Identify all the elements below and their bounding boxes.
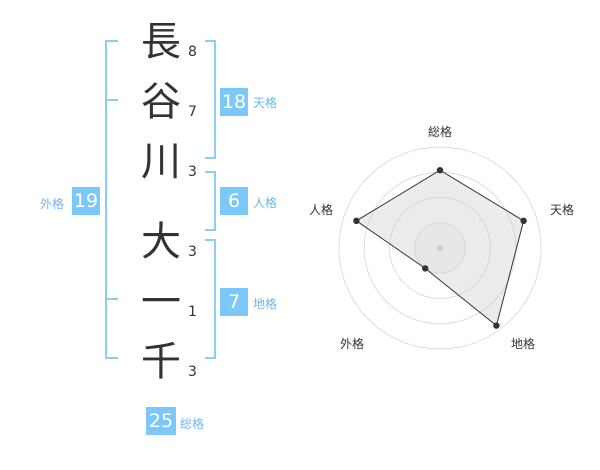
radar-axis-label-chikaku: 地格 [511, 337, 536, 351]
radar-point-1 [436, 167, 444, 174]
name-char-5: 一 [141, 279, 181, 325]
soukaku-value-badge: 25 [146, 407, 176, 435]
jinkaku-label: 人格 [253, 196, 278, 210]
tenkaku-label: 天格 [253, 96, 278, 110]
stroke-count-4: 3 [188, 244, 197, 260]
radar-axis-label-gaikaku: 外格 [340, 337, 365, 351]
stroke-count-5: 1 [188, 304, 197, 320]
gaikaku-label: 外格 [40, 197, 65, 211]
radar-point-4 [422, 265, 429, 272]
gaikaku-bracket [105, 40, 118, 359]
radar-center-dot [437, 245, 443, 251]
chikaku-value-badge: 7 [220, 288, 248, 316]
radar-ring-4 [338, 146, 542, 350]
name-char-6: 千 [141, 339, 181, 385]
radar-axis-label-jinkaku: 人格 [309, 203, 334, 217]
chikaku-bracket [205, 239, 216, 359]
stroke-count-6: 3 [188, 364, 197, 380]
name-char-2: 谷 [141, 79, 181, 125]
gaikaku-value-badge: 19 [72, 187, 100, 215]
stroke-count-1: 8 [188, 44, 197, 60]
radar-point-2 [520, 217, 527, 224]
tenkaku-bracket [205, 40, 216, 159]
radar-point-5 [353, 217, 360, 224]
soukaku-label: 総格 [180, 417, 205, 431]
stroke-count-2: 7 [188, 104, 197, 120]
name-char-3: 川 [141, 139, 181, 185]
stroke-count-3: 3 [188, 164, 197, 180]
radar-axis-label-tenkaku: 天格 [550, 203, 575, 217]
chikaku-label: 地格 [253, 297, 278, 311]
tenkaku-value-badge: 18 [220, 88, 248, 116]
radar-axis-label-soukaku: 総格 [428, 125, 453, 139]
name-char-1: 長 [141, 19, 181, 65]
jinkaku-bracket [205, 171, 216, 231]
jinkaku-value-badge: 6 [220, 187, 248, 215]
radar-ring-2 [389, 197, 491, 299]
radar-point-3 [493, 322, 500, 329]
name-char-4: 大 [141, 219, 181, 265]
